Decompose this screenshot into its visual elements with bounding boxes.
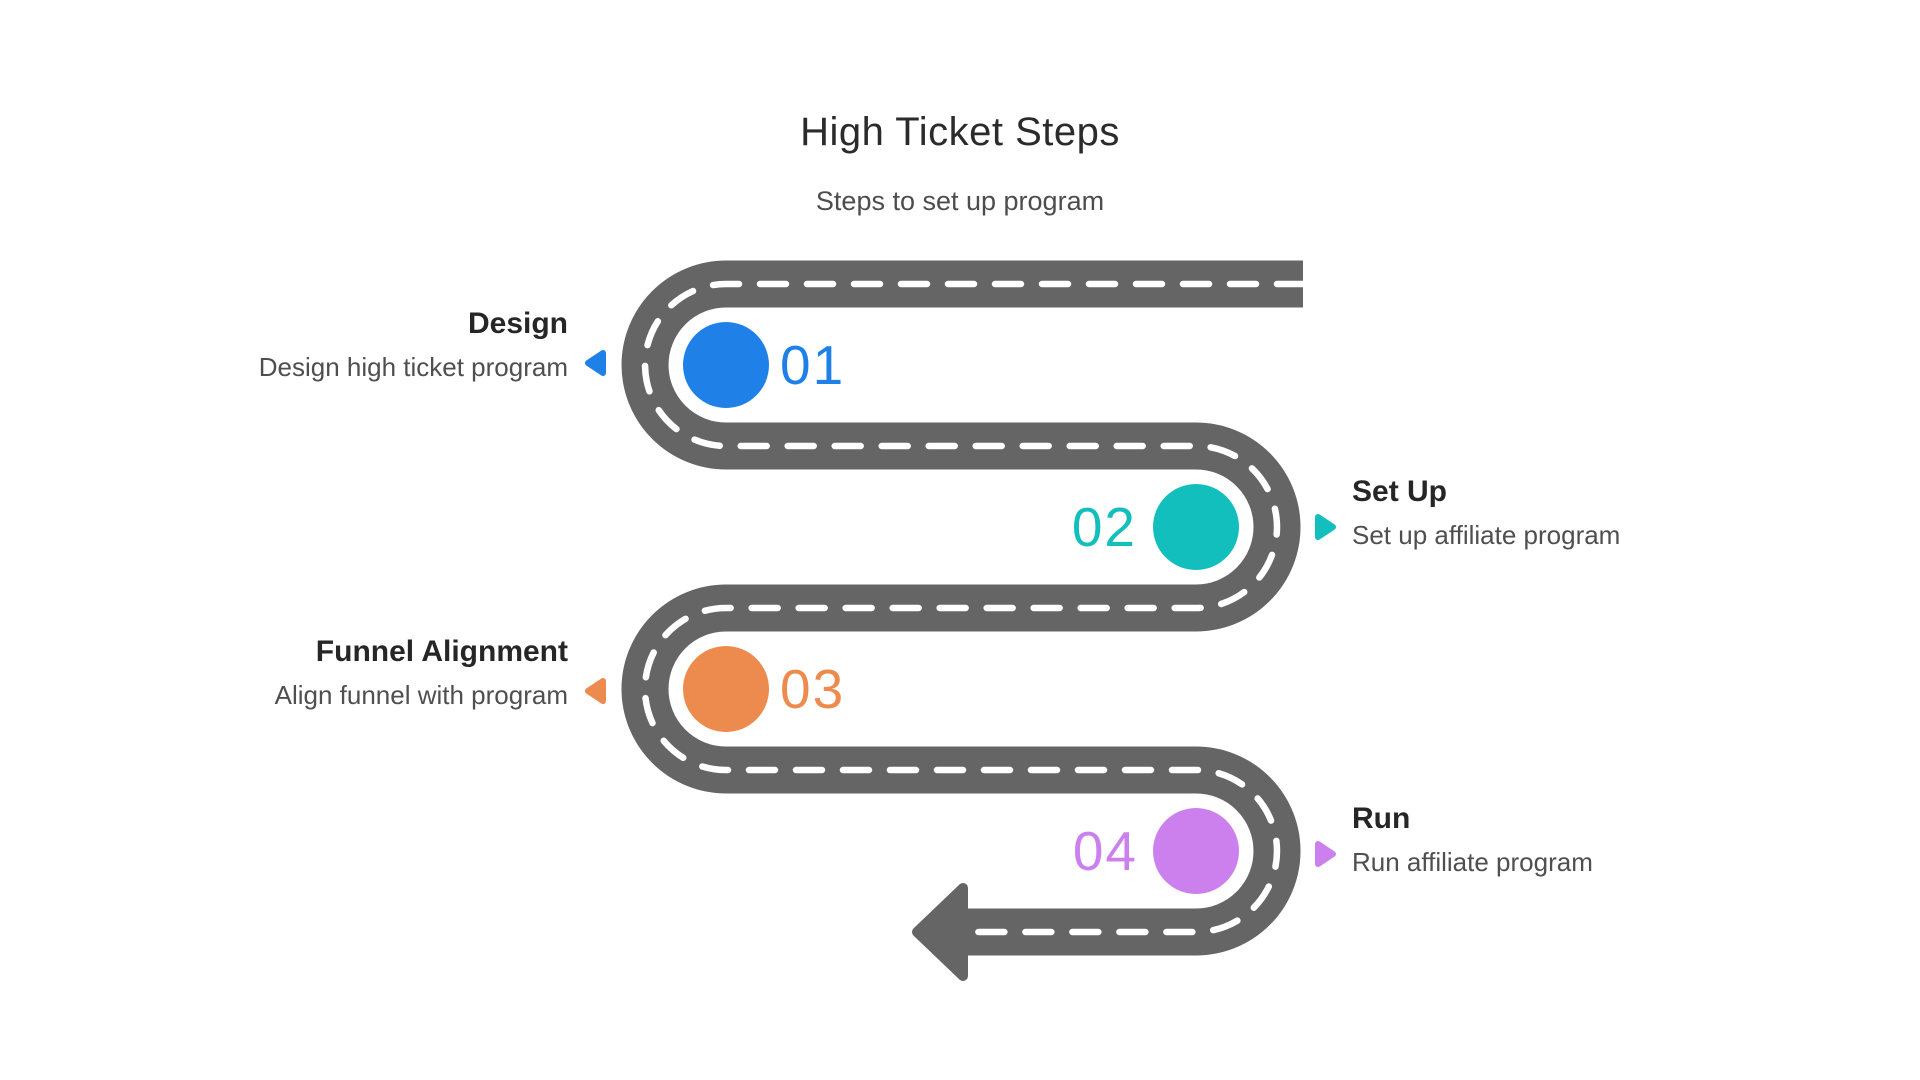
step-4-label-block: Run Run affiliate program bbox=[1352, 801, 1593, 879]
step-1-title: Design bbox=[467, 307, 568, 340]
page-subtitle: Steps to set up program bbox=[815, 186, 1105, 216]
step-3-circle bbox=[683, 646, 769, 732]
step-3-pointer-icon bbox=[585, 678, 606, 704]
step-1-description: Design high ticket program bbox=[258, 352, 568, 382]
step-2-circle bbox=[1153, 484, 1239, 570]
step-4-circle bbox=[1153, 808, 1239, 894]
road-arrowhead-icon bbox=[912, 883, 968, 981]
step-2-description: Set up affiliate program bbox=[1352, 520, 1621, 550]
step-1-number: 01 bbox=[780, 334, 846, 396]
road-center-dashes bbox=[641, 280, 1307, 936]
step-2-number: 02 bbox=[1071, 496, 1137, 558]
page-title: High Ticket Steps bbox=[800, 110, 1120, 154]
step-3-label-block: Funnel Alignment Align funnel with progr… bbox=[275, 634, 568, 712]
step-4-pointer-icon bbox=[1315, 841, 1336, 867]
step-1-pointer-icon bbox=[585, 350, 606, 376]
step-2-pointer-icon bbox=[1315, 514, 1336, 540]
step-4-title: Run bbox=[1352, 802, 1411, 835]
step-3-title: Funnel Alignment bbox=[315, 635, 568, 668]
step-4-number: 04 bbox=[1072, 820, 1138, 882]
step-1-circle bbox=[683, 322, 769, 408]
step-4-description: Run affiliate program bbox=[1352, 847, 1593, 877]
step-3-description: Align funnel with program bbox=[274, 680, 568, 710]
step-2-title: Set Up bbox=[1352, 475, 1448, 508]
step-2-label-block: Set Up Set up affiliate program bbox=[1352, 474, 1620, 552]
step-3-number: 03 bbox=[780, 658, 846, 720]
step-1-label-block: Design Design high ticket program bbox=[259, 306, 568, 384]
